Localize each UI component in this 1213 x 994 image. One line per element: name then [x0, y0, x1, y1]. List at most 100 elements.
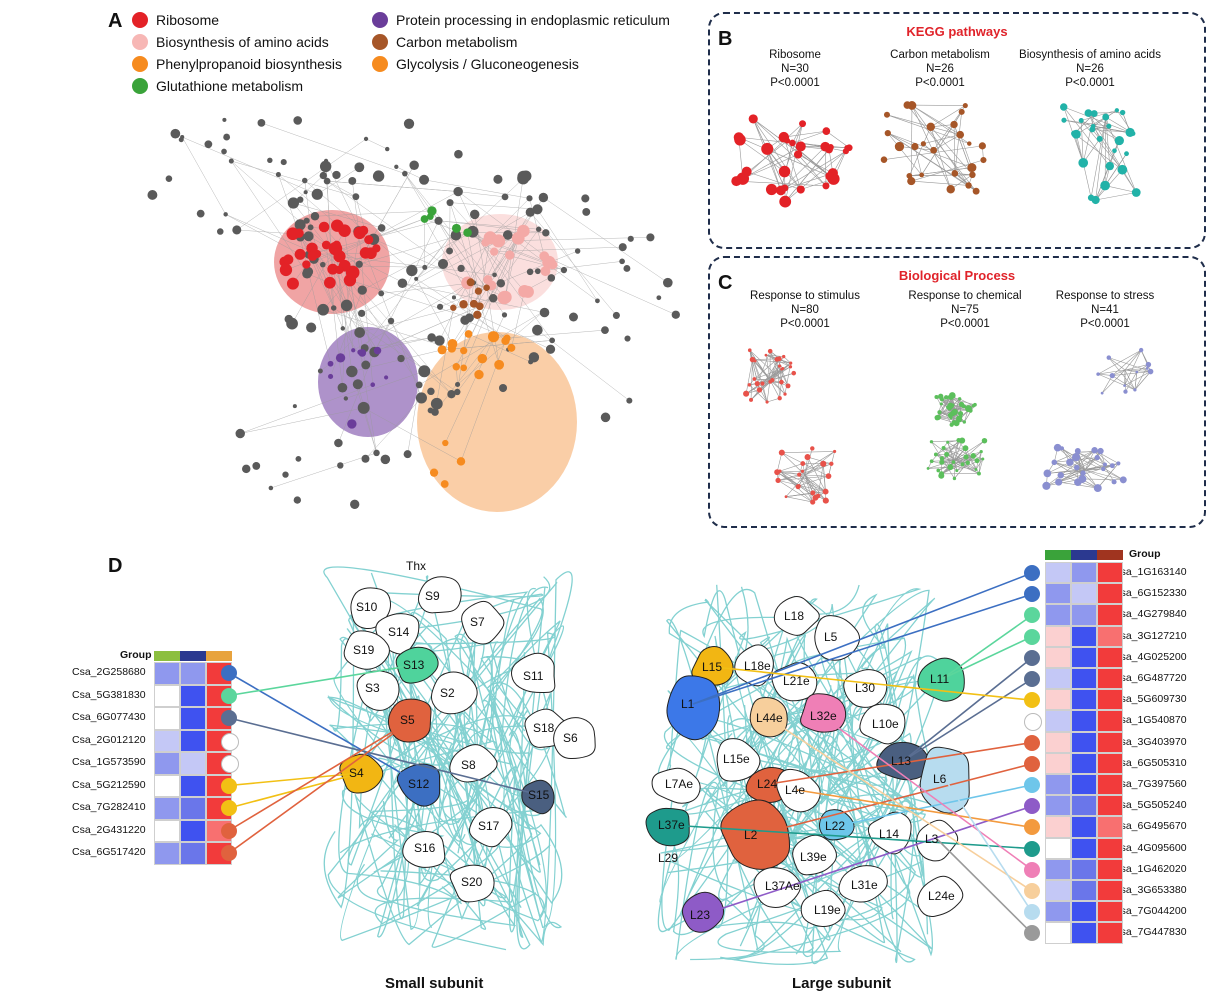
heatmap-cell: [1045, 774, 1071, 796]
gene-marker-dot: [221, 755, 239, 773]
network-edge: [365, 252, 422, 399]
protein-label: L21e: [783, 674, 810, 688]
protein-label: S13: [403, 658, 425, 672]
network-edge: [362, 231, 473, 291]
mini-network-edge: [780, 172, 833, 191]
mini-network-edge: [769, 359, 778, 381]
heatmap-cell: [1097, 625, 1123, 647]
network-node: [307, 250, 318, 261]
network-node: [241, 464, 251, 474]
rrna-strand: [347, 581, 558, 866]
network-node: [385, 146, 390, 152]
protein-shape: [843, 669, 888, 708]
network-node: [357, 285, 367, 295]
mini-network-node: [748, 114, 758, 124]
heatmap-cell: [154, 684, 180, 707]
network-node: [446, 199, 454, 207]
network-node: [526, 268, 534, 276]
network-edge: [457, 282, 475, 392]
protein-label: S19: [353, 643, 375, 657]
protein-label: S5: [400, 713, 415, 727]
heatmap-cell: [1045, 625, 1071, 647]
protein-label: S7: [470, 615, 485, 629]
gene-marker-dot: [1024, 904, 1040, 921]
mini-network-node: [1145, 367, 1149, 370]
gene-protein-link: [944, 778, 1033, 913]
mini-network-node: [749, 356, 756, 363]
protein-label: L5: [824, 630, 838, 644]
rrna-strand: [333, 618, 563, 948]
mini-network-edge: [804, 474, 827, 501]
network-node: [656, 295, 662, 301]
network-node: [568, 312, 578, 322]
mini-network-edge: [1104, 153, 1127, 186]
mini-network-edge: [745, 359, 753, 394]
protein-label: S18: [533, 721, 555, 735]
gene-protein-link: [941, 635, 1033, 680]
mini-network-edge: [1124, 349, 1142, 371]
mini-network-node: [965, 460, 970, 466]
gene-label: Csa_4G279840: [1113, 608, 1187, 621]
mini-network-node: [1061, 117, 1067, 123]
heatmap-cell: [1045, 922, 1071, 944]
mini-network-node: [749, 397, 754, 402]
mini-network-node: [1123, 389, 1128, 394]
mini-network-node: [731, 176, 742, 187]
protein-label: S14: [388, 625, 410, 639]
mini-network-node: [950, 120, 958, 129]
gene-protein-link: [228, 664, 416, 697]
mini-network-node: [743, 390, 750, 397]
network-node: [306, 242, 318, 255]
mini-network-edge: [964, 404, 976, 423]
network-node: [402, 170, 408, 177]
mini-network-edge: [781, 452, 829, 477]
protein-label: L30: [855, 681, 876, 695]
protein-shape: [867, 811, 912, 855]
network-node: [352, 379, 363, 390]
heatmap-cell: [1097, 901, 1123, 923]
mini-network-node: [778, 449, 785, 456]
group-color-bar: [1097, 550, 1123, 560]
heatmap-cell: [154, 842, 180, 865]
protein-shape: [651, 767, 701, 804]
network-node: [415, 381, 423, 389]
heatmap-cell: [1045, 731, 1071, 753]
mini-network-edge: [1046, 450, 1095, 487]
protein-label: L2: [744, 828, 758, 842]
heatmap-cell: [154, 729, 180, 752]
protein-label: L23: [690, 908, 711, 922]
heatmap-cell: [1097, 880, 1123, 902]
legend-label: Glycolysis / Gluconeogenesis: [396, 56, 579, 72]
mini-network-edge: [953, 124, 956, 174]
biological-process-box: Biological Process: [708, 256, 1206, 528]
mini-network-edge: [766, 397, 780, 403]
network-node: [284, 314, 294, 324]
network-node: [295, 455, 302, 462]
network-edge: [357, 384, 377, 453]
mini-network-node: [941, 445, 946, 451]
mini-network-node: [1084, 109, 1093, 117]
network-edge: [304, 180, 311, 228]
mini-network-edge: [886, 114, 931, 128]
network-node: [170, 128, 181, 139]
protein-label: L15e: [723, 752, 750, 766]
network-node: [618, 243, 627, 252]
heatmap-cell: [1071, 901, 1097, 923]
mini-network-node: [1100, 391, 1104, 395]
network-node: [474, 287, 483, 295]
mini-network-edge: [824, 146, 827, 186]
mini-network-node: [779, 195, 792, 208]
mini-network-node: [952, 476, 957, 481]
protein-shape: [838, 865, 888, 903]
network-edge: [330, 290, 363, 377]
mini-network-edge: [736, 180, 826, 187]
protein-label: L37e: [658, 818, 685, 832]
mini-network-node: [1078, 118, 1084, 124]
network-node: [477, 353, 488, 364]
heatmap-cell: [1071, 604, 1097, 626]
network-edge: [468, 333, 531, 363]
mini-network-edge: [1077, 452, 1106, 465]
mini-network-edge: [1095, 150, 1115, 201]
network-node: [307, 224, 314, 231]
mini-network-edge: [752, 118, 802, 190]
